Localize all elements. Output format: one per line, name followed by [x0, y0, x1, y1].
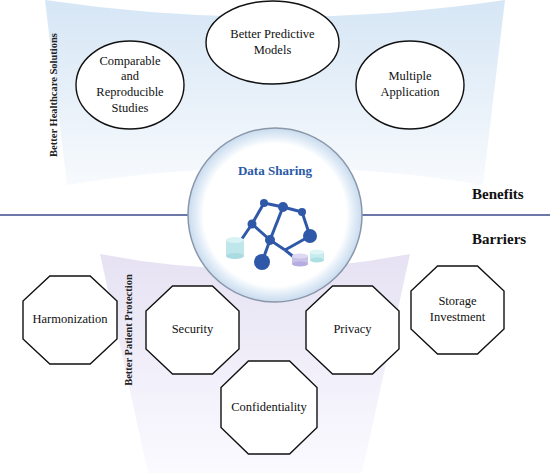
text-holder: Better Predictive Models [205, 0, 340, 85]
band-shape [100, 254, 410, 473]
node-text: Confidentiality [231, 400, 307, 416]
text-holder: Confidentiality [220, 360, 318, 455]
node-text: Privacy [333, 322, 371, 338]
section-label: Barriers [472, 231, 526, 248]
octagon-outline [306, 286, 399, 374]
section-label: Benefits [472, 186, 524, 203]
band-title: Better Healthcare Solutions [48, 33, 59, 157]
text-holder: Harmonization [22, 275, 118, 365]
node-text: Storage Investment [420, 294, 495, 325]
ellipse-outline [76, 41, 184, 129]
text-holder: Multiple Application [355, 40, 465, 130]
text-holder: Security [145, 285, 240, 375]
barrier-octagon: Security [145, 285, 240, 375]
band-title: Better Patient Protection [123, 274, 134, 386]
benefit-ellipse: Multiple Application [355, 40, 465, 130]
node-text: Multiple Application [369, 69, 451, 100]
ellipse-outline [356, 41, 464, 129]
text-holder: Data Sharing [187, 127, 363, 303]
center-title: Data Sharing [238, 163, 312, 179]
node-text: Security [172, 322, 214, 338]
shape-outline [187, 127, 363, 303]
barrier-octagon: Confidentiality [220, 360, 318, 455]
octagon-outline [146, 286, 239, 374]
text-holder: Storage Investment [410, 265, 505, 355]
node-text: Harmonization [33, 312, 108, 328]
benefit-ellipse: Comparable and Reproducible Studies [75, 40, 185, 130]
octagon-outline [23, 276, 117, 364]
ellipse-outline [206, 1, 339, 84]
octagon-outline [221, 361, 317, 454]
center-circle: Data Sharing [187, 127, 363, 303]
node-text: Better Predictive Models [227, 27, 318, 58]
barrier-octagon: Privacy [305, 285, 400, 375]
circle-outline [188, 128, 362, 302]
text-holder: Privacy [305, 285, 400, 375]
benefit-ellipse: Better Predictive Models [205, 0, 340, 85]
barrier-octagon: Storage Investment [410, 265, 505, 355]
octagon-outline [411, 266, 504, 354]
node-text: Comparable and Reproducible Studies [89, 54, 171, 117]
text-holder: Comparable and Reproducible Studies [75, 40, 185, 130]
barrier-octagon: Harmonization [22, 275, 118, 365]
